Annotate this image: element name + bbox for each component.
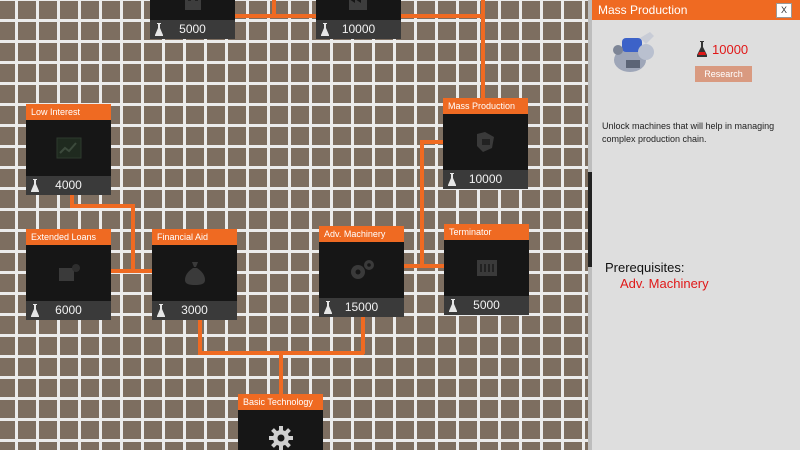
node-cost: 4000 [55,178,82,192]
money-bag-icon [184,262,205,285]
flask-icon [449,299,457,312]
connector-line [403,264,446,268]
tech-description: Unlock machines that will help in managi… [602,121,775,144]
node-cost: 3000 [181,303,208,317]
gears-icon [350,260,374,279]
wallet-icon [58,264,80,281]
connector-line [110,269,154,273]
tech-tree[interactable]: 5000 10000 Low Interest 4000 Mass Pr [0,0,588,450]
tech-node-terminator[interactable]: Terminator 5000 [444,224,529,315]
connector-line [398,14,484,18]
flask-icon [324,301,332,314]
robot-icon [476,260,497,276]
connector-line [361,313,365,354]
connector-line [272,0,276,16]
node-cost: 5000 [179,22,206,36]
tech-node-low-interest[interactable]: Low Interest 4000 [26,104,111,195]
research-cost: 10000 [712,42,749,57]
connector-line [279,351,283,395]
connector-line [70,204,134,208]
node-title: Financial Aid [152,229,237,245]
gear-icon [268,426,293,450]
flask-icon [448,173,456,186]
tech-node[interactable]: 5000 [150,0,235,39]
detail-panel: Mass Production X 10000 Research Unlock … [588,0,800,450]
flask-icon [31,304,39,317]
building-icon [184,0,201,10]
tech-node-financial-aid[interactable]: Financial Aid 3000 [152,229,237,320]
node-title: Terminator [444,224,529,240]
node-title: Extended Loans [26,229,111,245]
connector-line [198,313,202,354]
flask-icon [697,41,707,57]
tech-node-basic-technology[interactable]: Basic Technology [238,394,323,450]
tech-node-mass-production[interactable]: Mass Production 10000 [443,98,528,189]
node-cost: 15000 [344,300,379,314]
node-cost: 5000 [473,298,500,312]
tech-node-adv-machinery[interactable]: Adv. Machinery 15000 [319,226,404,317]
factory-icon [348,0,367,10]
tech-node[interactable]: 10000 [316,0,401,39]
flask-icon [31,179,39,192]
chart-icon [56,137,81,159]
connector-line [481,0,485,100]
prerequisites-heading: Prerequisites: [605,260,685,275]
connector-line [420,140,446,144]
flask-icon [321,23,329,36]
node-cost: 10000 [468,172,503,186]
prerequisite-item[interactable]: Adv. Machinery [620,276,709,291]
robot-arm-icon [613,32,654,72]
connector-line [420,140,424,267]
connector-line [232,14,318,18]
tech-node-extended-loans[interactable]: Extended Loans 6000 [26,229,111,320]
flask-icon [157,304,165,317]
node-title: Adv. Machinery [319,226,404,242]
node-title: Low Interest [26,104,111,120]
flask-icon [155,23,163,36]
panel-header: Mass Production [592,0,800,20]
research-button[interactable]: Research [695,66,752,82]
machine-icon [476,132,494,152]
node-title: Basic Technology [238,394,323,410]
node-title: Mass Production [443,98,528,114]
node-cost: 10000 [341,22,376,36]
connector-line [131,204,135,272]
panel-title: Mass Production [598,3,688,17]
node-cost: 6000 [55,303,82,317]
connector-line [70,190,74,206]
close-button[interactable]: X [776,3,792,18]
close-icon: X [780,5,787,15]
scrollbar[interactable] [588,172,592,267]
